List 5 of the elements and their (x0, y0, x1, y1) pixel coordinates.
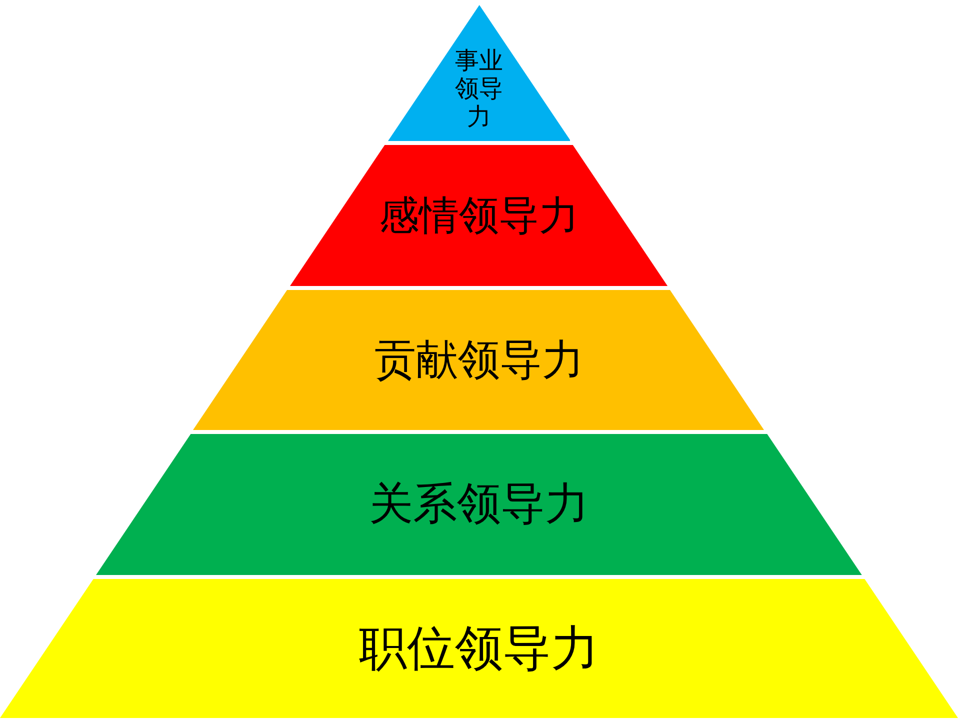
tier-label: 职位领导力 (359, 620, 599, 676)
tier-label: 贡献领导力 (374, 336, 584, 384)
tier-label: 事业领导力 (454, 48, 504, 131)
tier-label: 感情领导力 (378, 192, 579, 238)
tier-label: 关系领导力 (368, 479, 589, 530)
